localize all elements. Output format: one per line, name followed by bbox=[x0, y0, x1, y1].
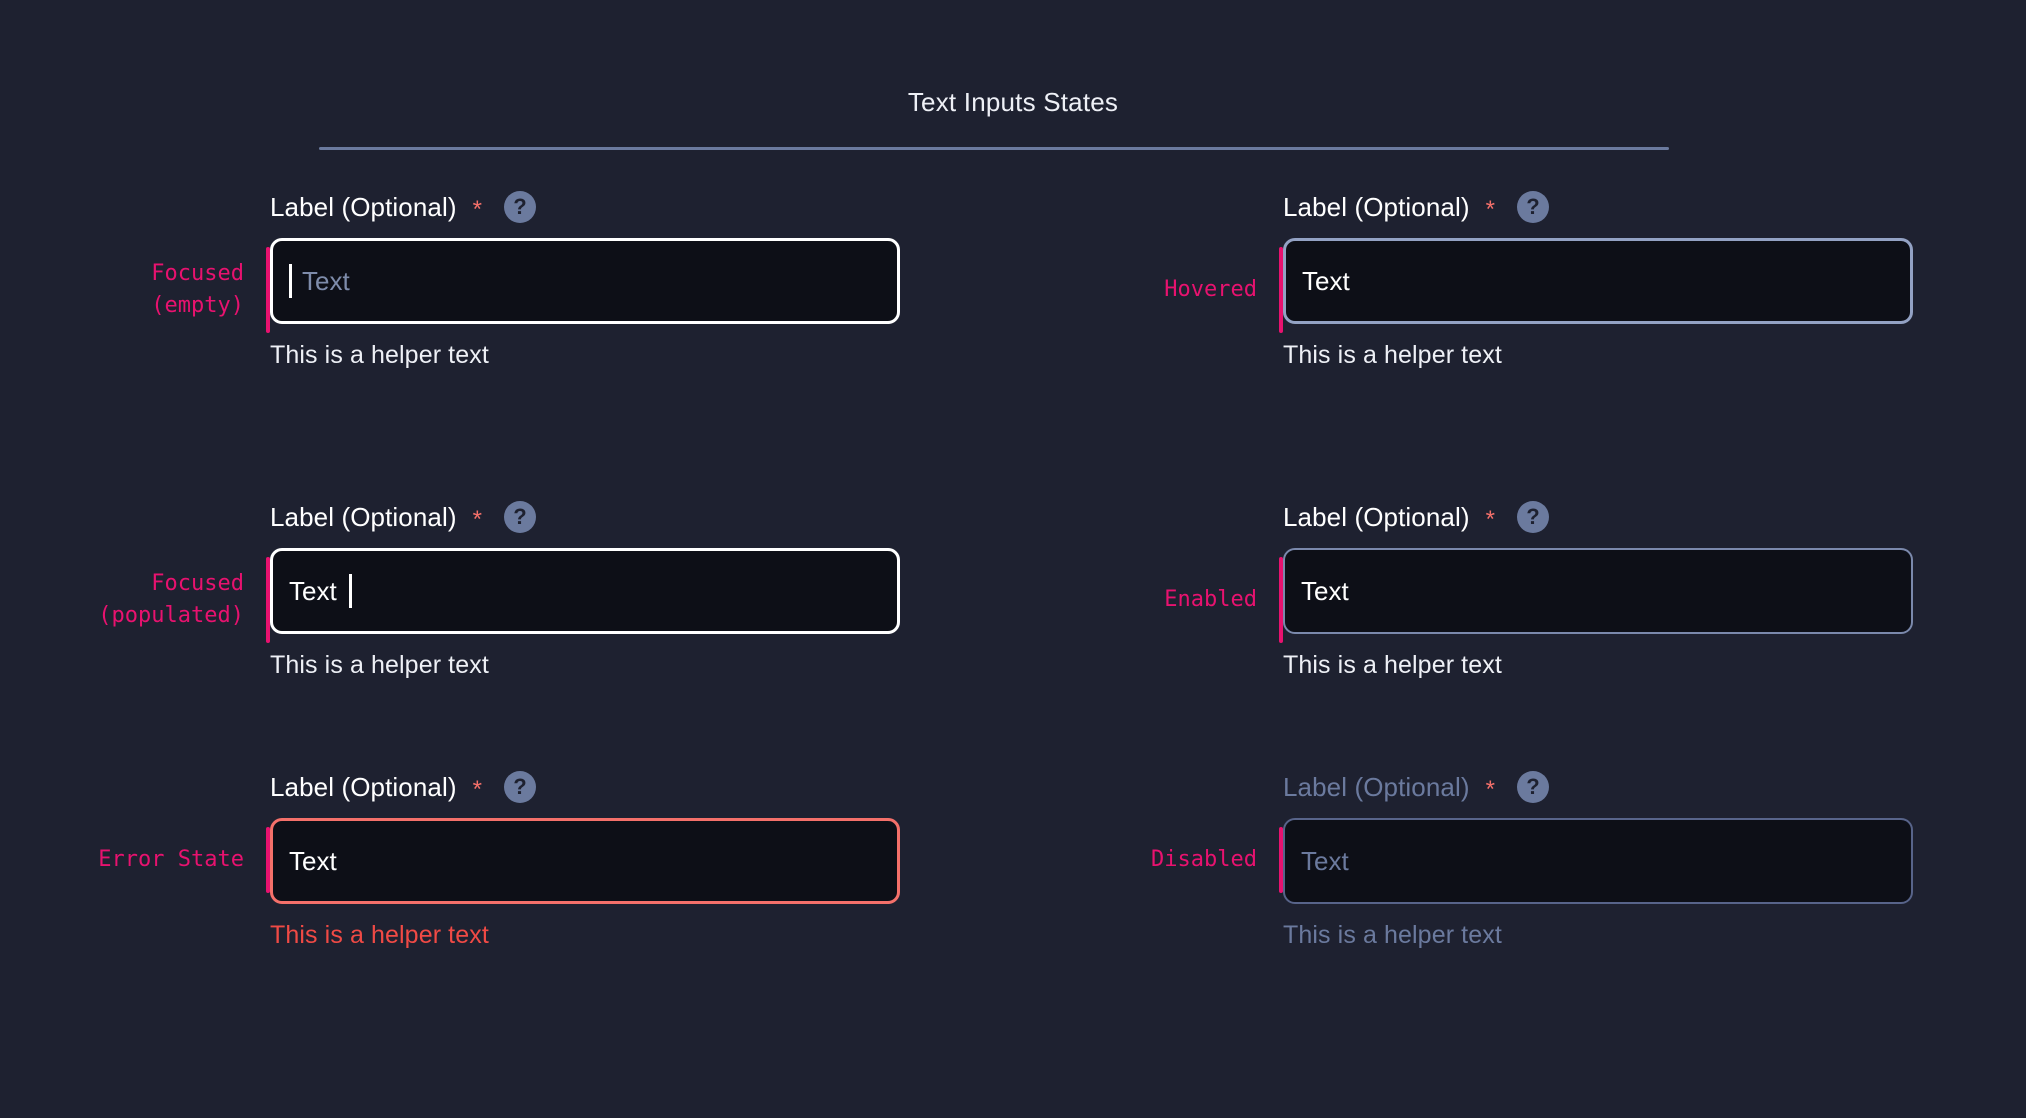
input-value: Text bbox=[289, 845, 337, 876]
field-label-row: Label (Optional) * ? bbox=[270, 500, 900, 534]
state-divider bbox=[266, 247, 270, 333]
field-label-row: Label (Optional) * ? bbox=[270, 190, 900, 224]
states-row: Focused (populated) Label (Optional) * ?… bbox=[0, 500, 2026, 770]
state-tag-disabled: Disabled bbox=[1013, 770, 1283, 950]
helper-text: This is a helper text bbox=[1283, 921, 1502, 949]
state-label: Focused (populated) bbox=[98, 571, 244, 628]
state-label: Disabled bbox=[1151, 847, 1257, 873]
text-field-hovered: Label (Optional) * ? Text This is a help… bbox=[1283, 190, 1913, 370]
state-divider bbox=[1279, 557, 1283, 643]
text-caret bbox=[348, 574, 352, 608]
states-row: Focused (empty) Label (Optional) * ? Tex… bbox=[0, 190, 2026, 500]
states-row: Error State Label (Optional) * ? Text Th… bbox=[0, 770, 2026, 1040]
field-cell-enabled: Enabled Label (Optional) * ? Text This i… bbox=[1013, 500, 2026, 700]
text-input-focused-populated[interactable]: Text bbox=[270, 548, 900, 634]
help-circle-icon[interactable]: ? bbox=[503, 191, 536, 223]
text-field-enabled: Label (Optional) * ? Text This is a help… bbox=[1283, 500, 1913, 680]
input-value: Text bbox=[1301, 845, 1349, 876]
text-caret bbox=[289, 264, 292, 298]
required-asterisk-icon: * bbox=[1485, 196, 1495, 223]
required-asterisk-icon: * bbox=[1485, 506, 1495, 533]
page-title: Text Inputs States bbox=[907, 87, 1119, 117]
helper-text: This is a helper text bbox=[270, 341, 489, 369]
field-cell-focused-populated: Focused (populated) Label (Optional) * ?… bbox=[0, 500, 1013, 700]
state-tag-enabled: Enabled bbox=[1013, 500, 1283, 700]
field-label-row: Label (Optional) * ? bbox=[270, 770, 900, 804]
input-value: Text bbox=[289, 575, 337, 606]
title-divider-rule bbox=[319, 147, 1669, 150]
text-input-hovered[interactable]: Text bbox=[1283, 238, 1913, 324]
state-tag-hovered: Hovered bbox=[1013, 190, 1283, 390]
state-divider bbox=[266, 827, 270, 893]
helper-text: This is a helper text bbox=[1283, 651, 1502, 679]
state-tag-error: Error State bbox=[0, 770, 270, 950]
text-field-focused-populated: Label (Optional) * ? Text This is a help… bbox=[270, 500, 900, 680]
helper-text: This is a helper text bbox=[270, 651, 489, 679]
help-circle-icon[interactable]: ? bbox=[1516, 771, 1549, 803]
text-field-disabled: Label (Optional) * ? Text This is a help… bbox=[1283, 770, 1913, 950]
states-grid: Focused (empty) Label (Optional) * ? Tex… bbox=[0, 190, 2026, 1040]
helper-text-error: This is a helper text bbox=[270, 921, 489, 949]
help-circle-icon[interactable]: ? bbox=[503, 501, 536, 533]
required-asterisk-icon: * bbox=[472, 776, 482, 803]
help-circle-icon[interactable]: ? bbox=[1516, 191, 1549, 223]
state-label: Error State bbox=[98, 847, 244, 873]
state-label: Focused (empty) bbox=[151, 261, 244, 318]
text-input-error[interactable]: Text bbox=[270, 818, 900, 904]
input-value: Text bbox=[1302, 265, 1350, 296]
text-input-enabled[interactable]: Text bbox=[1283, 548, 1913, 634]
helper-text: This is a helper text bbox=[1283, 341, 1502, 369]
text-field-focused-empty: Label (Optional) * ? Text This is a help… bbox=[270, 190, 900, 370]
input-value: Text bbox=[1301, 575, 1349, 606]
state-tag-focused-populated: Focused (populated) bbox=[0, 500, 270, 700]
text-input-focused-empty[interactable]: Text bbox=[270, 238, 900, 324]
text-field-error: Label (Optional) * ? Text This is a help… bbox=[270, 770, 900, 950]
field-cell-focused-empty: Focused (empty) Label (Optional) * ? Tex… bbox=[0, 190, 1013, 390]
field-label-row: Label (Optional) * ? bbox=[1283, 190, 1913, 224]
text-input-disabled: Text bbox=[1283, 818, 1913, 904]
field-cell-disabled: Disabled Label (Optional) * ? Text This … bbox=[1013, 770, 2026, 950]
help-circle-icon[interactable]: ? bbox=[503, 771, 536, 803]
field-label-row: Label (Optional) * ? bbox=[1283, 770, 1913, 804]
field-label: Label (Optional) bbox=[1283, 191, 1470, 222]
field-label: Label (Optional) bbox=[270, 191, 457, 222]
field-cell-error: Error State Label (Optional) * ? Text Th… bbox=[0, 770, 1013, 950]
state-tag-focused-empty: Focused (empty) bbox=[0, 190, 270, 390]
input-placeholder: Text bbox=[302, 265, 350, 296]
required-asterisk-icon: * bbox=[1485, 776, 1495, 803]
required-asterisk-icon: * bbox=[472, 196, 482, 223]
required-asterisk-icon: * bbox=[472, 506, 482, 533]
field-label-row: Label (Optional) * ? bbox=[1283, 500, 1913, 534]
state-divider bbox=[1279, 247, 1283, 333]
state-label: Hovered bbox=[1164, 277, 1257, 303]
field-cell-hovered: Hovered Label (Optional) * ? Text This i… bbox=[1013, 190, 2026, 390]
field-label: Label (Optional) bbox=[1283, 771, 1470, 802]
help-circle-icon[interactable]: ? bbox=[1516, 501, 1549, 533]
field-label: Label (Optional) bbox=[1283, 501, 1470, 532]
state-divider bbox=[266, 557, 270, 643]
state-label: Enabled bbox=[1164, 587, 1257, 613]
state-divider bbox=[1279, 827, 1283, 893]
field-label: Label (Optional) bbox=[270, 771, 457, 802]
field-label: Label (Optional) bbox=[270, 501, 457, 532]
